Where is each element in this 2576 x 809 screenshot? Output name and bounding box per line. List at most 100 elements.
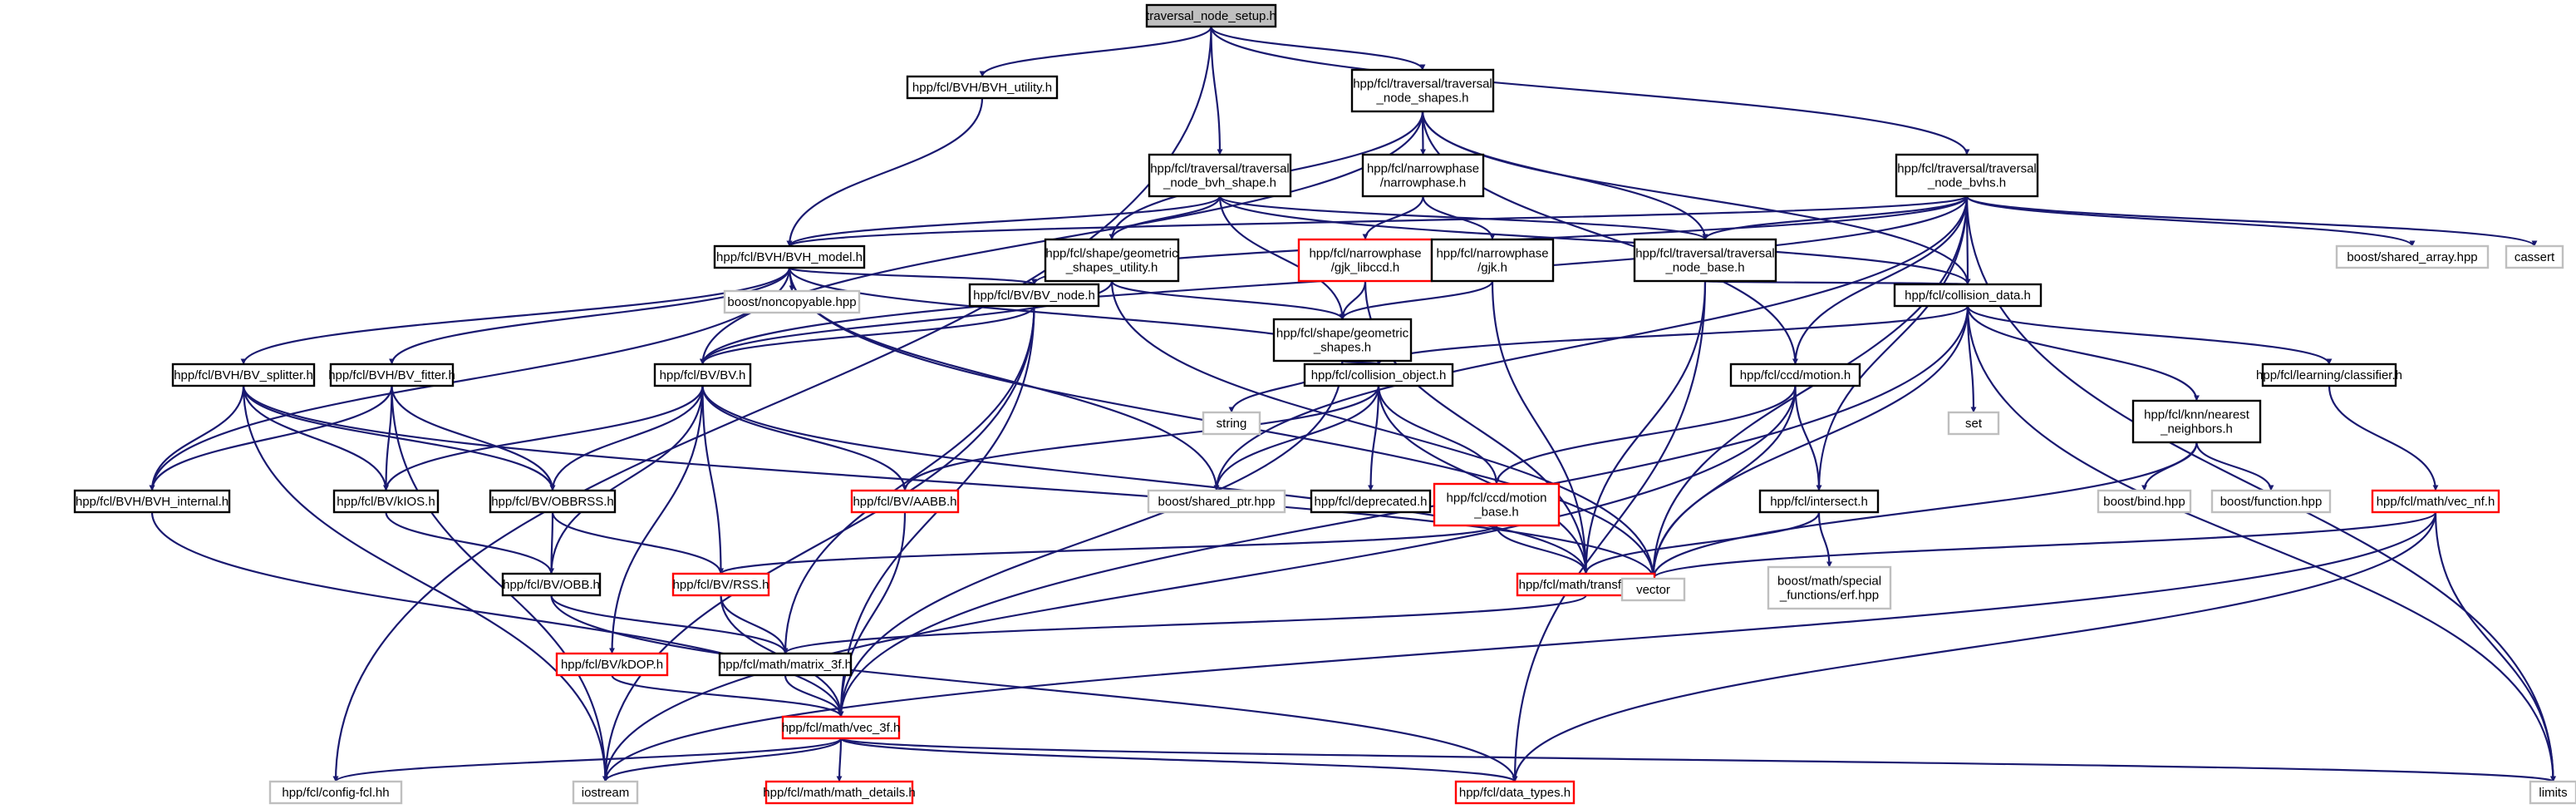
node-tn-bvhs[interactable]: hpp/fcl/traversal/traversal_node_bvhs.h [1895, 153, 2039, 198]
node-box[interactable] [572, 780, 639, 805]
node-label-line: hpp/fcl/BV/RSS.h [673, 578, 769, 592]
node-kdop[interactable]: hpp/fcl/BV/kDOP.h [555, 652, 669, 677]
node-vector[interactable]: vector [1620, 577, 1686, 602]
node-box[interactable] [171, 363, 316, 387]
node-box[interactable] [1361, 153, 1485, 198]
node-cassert[interactable]: cassert [2505, 244, 2564, 269]
node-data-types[interactable]: hpp/fcl/data_types.h [1454, 780, 1576, 805]
node-string[interactable]: string [1202, 411, 1261, 436]
node-box[interactable] [1729, 363, 1861, 387]
node-box[interactable] [1145, 3, 1277, 28]
node-box[interactable] [1895, 153, 2039, 198]
node-box[interactable] [1297, 238, 1433, 283]
node-box[interactable] [850, 489, 960, 514]
node-vec3f[interactable]: hpp/fcl/math/vec_3f.h [781, 715, 901, 740]
node-ccd-motion[interactable]: hpp/fcl/ccd/motion.h [1729, 363, 1861, 387]
node-box[interactable] [1303, 363, 1454, 387]
node-box[interactable] [555, 652, 669, 677]
node-iostream[interactable]: iostream [572, 780, 639, 805]
node-math-details[interactable]: hpp/fcl/math/math_details.h [763, 780, 916, 805]
node-box[interactable] [2097, 489, 2192, 514]
node-function[interactable]: boost/function.hpp [2210, 489, 2332, 514]
node-box[interactable] [1947, 411, 2000, 436]
node-box[interactable] [1454, 780, 1576, 805]
node-box[interactable] [2131, 399, 2262, 444]
node-box[interactable] [2261, 363, 2397, 387]
node-obb[interactable]: hpp/fcl/BV/OBB.h [501, 572, 602, 597]
node-noncopyable[interactable]: boost/noncopyable.hpp [723, 289, 861, 314]
edge-bv-to-kios [383, 385, 704, 491]
node-box[interactable] [671, 572, 770, 597]
node-box[interactable] [329, 363, 455, 387]
node-box[interactable] [1148, 153, 1292, 198]
node-box[interactable] [489, 489, 617, 514]
node-box[interactable] [1202, 411, 1261, 436]
node-narrowphase[interactable]: hpp/fcl/narrowphase/narrowphase.h [1361, 153, 1485, 198]
node-box[interactable] [653, 363, 752, 387]
node-geom-shapes[interactable]: hpp/fcl/shape/geometric_shapes.h [1272, 318, 1413, 363]
node-box[interactable] [2529, 780, 2576, 805]
node-geom-utility[interactable]: hpp/fcl/shape/geometric_shapes_utility.h [1044, 238, 1180, 283]
node-tn-shapes[interactable]: hpp/fcl/traversal/traversal_node_shapes.… [1350, 68, 1495, 113]
node-bv-node[interactable]: hpp/fcl/BV/BV_node.h [968, 283, 1100, 308]
node-box[interactable] [1430, 238, 1555, 283]
node-shared-ptr[interactable]: boost/shared_ptr.hpp [1147, 489, 1286, 514]
node-bvh-utility[interactable]: hpp/fcl/BVH/BVH_utility.h [906, 75, 1059, 100]
node-deprecated[interactable]: hpp/fcl/deprecated.h [1310, 489, 1432, 514]
node-box[interactable] [906, 75, 1059, 100]
node-knn[interactable]: hpp/fcl/knn/nearest_neighbors.h [2131, 399, 2262, 444]
node-aabb[interactable]: hpp/fcl/BV/AABB.h [850, 489, 960, 514]
node-box[interactable] [718, 652, 853, 677]
node-box[interactable] [2335, 244, 2490, 269]
node-box[interactable] [723, 289, 861, 314]
node-config[interactable]: hpp/fcl/config-fcl.hh [268, 780, 403, 805]
node-collision-object[interactable]: hpp/fcl/collision_object.h [1303, 363, 1454, 387]
node-bv-splitter[interactable]: hpp/fcl/BVH/BV_splitter.h [171, 363, 316, 387]
node-limits[interactable]: limits [2529, 780, 2576, 805]
node-box[interactable] [1350, 68, 1495, 113]
node-box[interactable] [332, 489, 440, 514]
node-special[interactable]: boost/math/special_functions/erf.hpp [1767, 565, 1892, 610]
node-bvh-internal[interactable]: hpp/fcl/BVH/BVH_internal.h [73, 489, 231, 514]
node-box[interactable] [1633, 238, 1777, 283]
node-gjk-libccd[interactable]: hpp/fcl/narrowphase/gjk_libccd.h [1297, 238, 1433, 283]
node-box[interactable] [1893, 283, 2043, 308]
node-matrix3f[interactable]: hpp/fcl/math/matrix_3f.h [718, 652, 853, 677]
node-gjk[interactable]: hpp/fcl/narrowphase/gjk.h [1430, 238, 1555, 283]
node-box[interactable] [1272, 318, 1413, 363]
node-box[interactable] [1758, 489, 1880, 514]
node-tn-base[interactable]: hpp/fcl/traversal/traversal_node_base.h [1633, 238, 1777, 283]
node-box[interactable] [1044, 238, 1180, 283]
node-box[interactable] [713, 244, 866, 269]
node-box[interactable] [968, 283, 1100, 308]
node-kios[interactable]: hpp/fcl/BV/kIOS.h [332, 489, 440, 514]
node-collision-data[interactable]: hpp/fcl/collision_data.h [1893, 283, 2043, 308]
node-root[interactable]: traversal_node_setup.h [1145, 3, 1277, 28]
node-bvh-model[interactable]: hpp/fcl/BVH/BVH_model.h [713, 244, 866, 269]
node-motion-base[interactable]: hpp/fcl/ccd/motion_base.h [1433, 482, 1561, 527]
node-box[interactable] [1620, 577, 1686, 602]
node-box[interactable] [1310, 489, 1432, 514]
node-box[interactable] [1767, 565, 1892, 610]
node-bv[interactable]: hpp/fcl/BV/BV.h [653, 363, 752, 387]
node-bind[interactable]: boost/bind.hpp [2097, 489, 2192, 514]
node-box[interactable] [764, 780, 914, 805]
node-box[interactable] [1147, 489, 1286, 514]
node-box[interactable] [501, 572, 602, 597]
node-intersect[interactable]: hpp/fcl/intersect.h [1758, 489, 1880, 514]
node-obbrss[interactable]: hpp/fcl/BV/OBBRSS.h [489, 489, 617, 514]
node-box[interactable] [781, 715, 901, 740]
node-box[interactable] [268, 780, 403, 805]
node-box[interactable] [2371, 489, 2500, 514]
node-shared-array[interactable]: boost/shared_array.hpp [2335, 244, 2490, 269]
node-tn-bvh-shape[interactable]: hpp/fcl/traversal/traversal_node_bvh_sha… [1148, 153, 1292, 198]
node-rss[interactable]: hpp/fcl/BV/RSS.h [671, 572, 770, 597]
node-box[interactable] [1433, 482, 1561, 527]
node-set[interactable]: set [1947, 411, 2000, 436]
node-bv-fitter[interactable]: hpp/fcl/BVH/BV_fitter.h [328, 363, 455, 387]
node-vec-nf[interactable]: hpp/fcl/math/vec_nf.h [2371, 489, 2500, 514]
node-classifier[interactable]: hpp/fcl/learning/classifier.h [2256, 363, 2402, 387]
node-box[interactable] [2505, 244, 2564, 269]
node-box[interactable] [2210, 489, 2332, 514]
node-box[interactable] [73, 489, 231, 514]
